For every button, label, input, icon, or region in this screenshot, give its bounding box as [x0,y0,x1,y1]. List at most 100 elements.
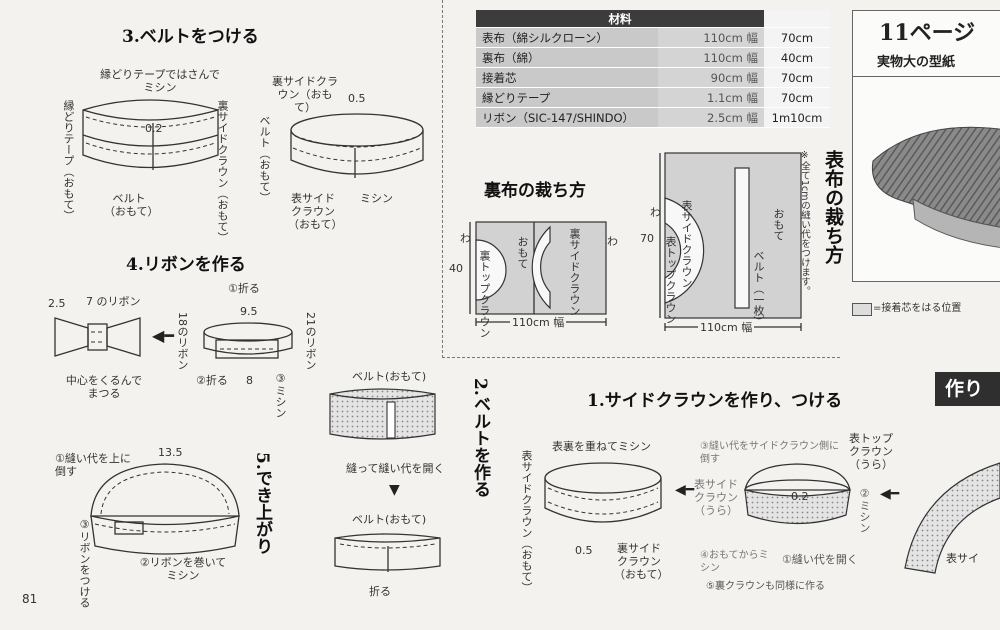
lining-front-mark-label: おもて [516,236,529,269]
outer-front-mark-label: おもて [772,208,785,241]
lining-back-top-crown-label: 裏トップクラウン [478,250,491,338]
val-135-label: 13.5 [158,446,183,459]
materials-row: 裏布（綿） 110cm 幅 40cm [476,47,830,68]
lining-h40-label: 40 [449,262,463,275]
side-tab: 作り [935,372,1000,406]
material-length: 70cm [764,67,830,88]
material-length: 70cm [764,87,830,108]
front-side-crown-ura-label: 表サイドクラウン（うら） [694,478,738,517]
outer-belt-label: ベルト（一枚） [752,250,765,327]
step5-title: 5.でき上がり [252,452,272,555]
material-width: 90cm 幅 [658,67,764,88]
back-crown-same-label: ⑤裏クラウンも同様に作る [706,581,825,592]
seam-up-label: ①縫い代を上に倒す [55,452,131,478]
interfacing-legend: =接着芯をはる位置 [873,303,962,314]
open-seam-label-1: ①縫い代を開く [782,553,858,566]
material-length: 70cm [764,27,830,48]
ribbon7-label: 7 のリボン [86,295,141,308]
val-02-label: 0.2 [145,122,163,135]
front-top-crown-label: 表トップクラウン（うら） [849,432,893,471]
materials-row: 縁どりテープ 1.1cm 幅 70cm [476,87,830,108]
belt-top-label: ベルト(おもて) [352,370,427,383]
material-width: 110cm 幅 [658,27,764,48]
hat-photo [871,126,1000,248]
belt-bottom-label: ベルト(おもて) [352,513,427,526]
wrap-ribbon-label: ②リボンを巻いてミシン [139,556,227,582]
materials-table: 材料 表布（綿シルクローン） 110cm 幅 70cm 裏布（綿） 110cm … [476,10,830,128]
pattern-subtitle: 実物大の型紙 [853,47,1000,77]
val-95-label: 9.5 [240,305,258,318]
val-8-label: 8 [246,374,253,387]
ribbon-fold-drawing [203,322,293,359]
val-05-label: 0.5 [348,92,366,105]
finished-hat-drawing [90,463,240,555]
belt-v-label: ベルト（おもて） [258,115,271,203]
arrow-left-icon: ◀━ [152,326,174,345]
lining-wa2-label: わ [607,235,618,248]
front-side-crown-label: 表サイドクラウン（おもて） [288,192,343,231]
fold-label: 折る [369,585,391,598]
page-number: 81 [22,592,38,606]
fold2-label: ②折る [196,374,228,387]
pattern-title: 11ページ [879,20,976,46]
step1-title: 1.サイドクラウンを作り、つける [587,391,843,411]
material-length: 40cm [764,47,830,68]
edge-label: 表サイ [946,552,979,565]
arrow-left-icon: ◀━ [675,482,695,498]
fold1-label: ①折る [228,282,260,295]
lining-back-side-crown-label: 裏サイドクラウン [568,228,581,316]
right-side-label: ④おもてからミシン [700,550,769,574]
back-side-crown-label-1: 裏サイドクラウン（おもて） [614,542,669,581]
material-width: 1.1cm 幅 [658,87,764,108]
material-name: 裏布（綿） [476,47,658,68]
machine2-label: ②ミシン [858,487,871,533]
back-side-crown-v-label: 裏サイドクラウン（おもて） [216,100,229,243]
materials-row: リボン（SIC-147/SHINDO） 2.5cm 幅 1m10cm [476,107,830,128]
machine-label: ミシン [360,192,393,205]
material-width: 110cm 幅 [658,47,764,68]
val-25-label: 2.5 [48,297,66,310]
crown-ring-drawing [290,113,424,178]
material-width: 2.5cm 幅 [658,107,764,128]
tape-left-label: 縁どりテープ（おもて） [62,100,75,221]
materials-header-row: 材料 [476,10,830,28]
front-side-crown-v-label: 表サイドクラウン（おもて） [520,450,533,593]
side-crown-ring-drawing [544,462,662,523]
material-name: 縁どりテープ [476,87,658,108]
arrow-down-icon: ▼ [389,482,400,498]
bow-drawing [54,317,141,357]
belt-open-drawing [329,388,436,440]
belt-attach-drawing [82,99,219,170]
material-name: 表布（綿シルクローン） [476,27,658,48]
tape-note-label: 縁どりテープではさんでミシン [100,68,220,94]
belt-label: ベルト（おもて） [104,192,159,218]
ribbon21-label: 21のリボン [304,312,317,370]
pattern-box: 11ページ 実物大の型紙 [852,10,1000,282]
attach-ribbon-label: ③リボンをつける [78,518,91,608]
outer-note-label: ※全て1cmの縫い代をつけます。 [799,150,810,296]
lining-wa1-label: わ [460,232,471,245]
crown-assembly-drawing [744,463,851,525]
outer-cut-title: 表布の裁ち方 [822,150,844,264]
v02-label: 0.2 [791,490,809,503]
open-seam-label: 縫って縫い代を開く [346,462,445,475]
step4-title: 4.リボンを作る [126,255,246,275]
seam-to-side-label: ③縫い代をサイドクラウン側に倒す [700,441,839,465]
materials-row: 接着芯 90cm 幅 70cm [476,67,830,88]
lining-layout-drawing [469,221,607,326]
interfacing-swatch [852,303,872,316]
center-wrap-label: 中心をくるんでまつる [65,374,143,400]
step2-title: 2.ベルトを作る [470,378,490,498]
belt-folded-drawing [334,533,441,572]
back-side-crown-label: 裏サイドクラウン（おもて） [272,75,338,114]
material-length: 1m10cm [764,107,830,128]
step3-title: 3.ベルトをつける [122,27,259,47]
outer-wa-label: わ [650,206,661,219]
side-crown-strip-drawing [904,462,1000,574]
lining-width-label: 110cm 幅 [510,316,567,329]
ribbon18-label: 18のリボン [176,312,189,370]
outer-front-top-crown-label: 表トップクラウン [664,236,677,324]
side-tab-label: 作り [945,378,984,400]
overlap-machine-label: 表裏を重ねてミシン [552,440,651,453]
outer-h70-label: 70 [640,232,654,245]
